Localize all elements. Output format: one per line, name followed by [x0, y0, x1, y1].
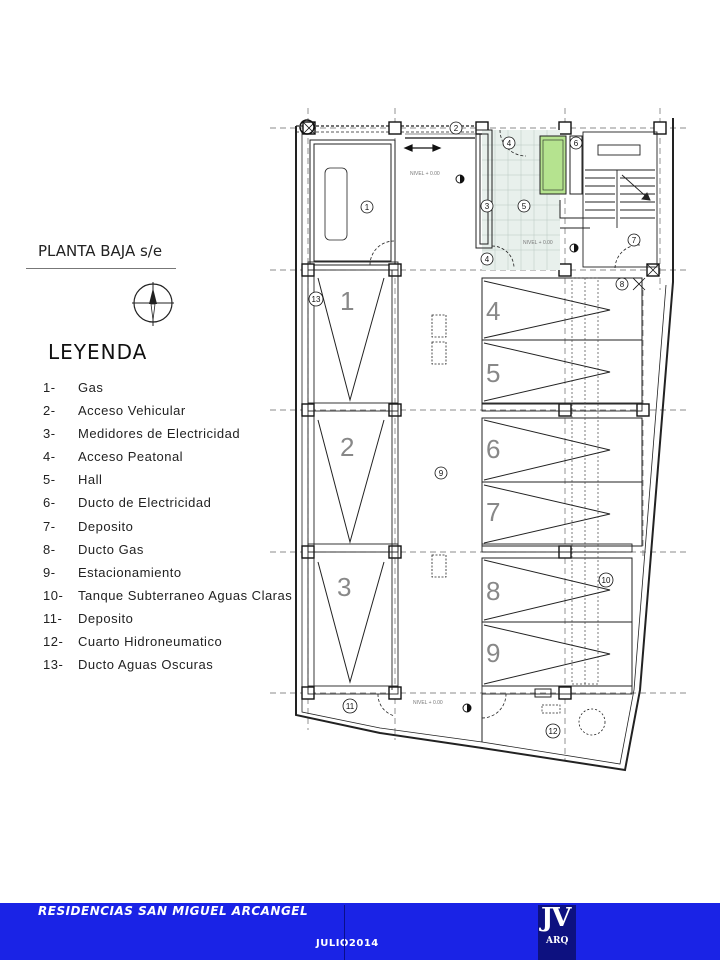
gas-room	[309, 139, 396, 266]
plan-title: PLANTA BAJA s/e	[38, 242, 163, 260]
parking-number: 6	[486, 434, 500, 464]
marker-label: 8	[620, 280, 625, 289]
marker-label: 10	[602, 576, 611, 585]
legend-item-text: Medidores de Electricidad	[78, 426, 241, 442]
jv-arq-logo	[538, 905, 576, 960]
legend-item: 10- Tanque Subterraneo Aguas Claras	[43, 588, 292, 611]
parking-number: 5	[486, 358, 500, 388]
marker-label: 13	[312, 295, 321, 304]
marker-label: 5	[522, 202, 527, 211]
marker-label: 4	[507, 139, 512, 148]
parking-bays-right	[481, 277, 643, 687]
wheel-stops	[431, 314, 447, 578]
parking-number: 9	[486, 638, 500, 668]
legend-title: LEYENDA	[48, 340, 148, 364]
legend-item: 7- Deposito	[43, 519, 292, 542]
legend-item-number: 12-	[43, 634, 64, 650]
marker-label: 9	[439, 469, 444, 478]
marker-label: 2	[454, 124, 459, 133]
legend-list: 1- Gas 2- Acceso Vehicular 3- Medidores de …	[43, 380, 292, 680]
legend-item: 8- Ducto Gas	[43, 542, 292, 565]
legend-item-number: 11-	[43, 610, 63, 626]
legend-item-number: 13-	[43, 657, 64, 673]
parking-number: 2	[340, 432, 354, 462]
floor-plan: NIVEL + 0.00 NIVEL + 0.00 NIVEL + 0.00 1…	[270, 108, 690, 772]
legend-item-text: Estacionamiento	[78, 564, 182, 580]
parking-number: 8	[486, 576, 500, 606]
parking-number: 1	[340, 286, 354, 316]
legend-item: 4- Acceso Peatonal	[43, 449, 292, 472]
parking-bays-left	[317, 277, 385, 684]
hall-core	[475, 129, 590, 270]
legend-item-text: Gas	[78, 380, 104, 395]
logo-sub-text: ARQ	[546, 936, 569, 946]
legend-item: 11- Deposito	[43, 611, 292, 634]
legend-item-text: Deposito	[78, 518, 134, 534]
marker-label: 1	[365, 203, 370, 212]
marker-label: 3	[485, 202, 490, 211]
legend-item-text: Ducto de Electricidad	[78, 495, 212, 511]
footer-divider	[344, 905, 345, 960]
legend-item: 2- Acceso Vehicular	[43, 403, 292, 426]
legend-item: 5- Hall	[43, 472, 292, 495]
bottom-rooms	[377, 688, 606, 742]
parking-number: 7	[486, 497, 500, 527]
marker-label: 7	[632, 236, 637, 245]
legend-item-number: 7-	[43, 518, 56, 534]
marker-label: 6	[574, 139, 579, 148]
staircase	[582, 131, 658, 269]
legend-item-number: 5-	[43, 472, 56, 488]
legend-item-number: 9-	[43, 564, 56, 580]
legend-item-text: Ducto Gas	[78, 541, 144, 557]
tank-hatch	[571, 277, 599, 685]
legend-item-text: Acceso Vehicular	[78, 403, 186, 419]
legend-item-number: 8-	[43, 541, 56, 557]
legend-item: 12- Cuarto Hidroneumatico	[43, 634, 292, 657]
parking-number: 4	[486, 296, 500, 326]
beams	[307, 261, 643, 695]
footer-bar	[0, 903, 720, 960]
legend-markers: 1 2 3 4 4 5 6 7 8 9 10 11 12 13	[308, 121, 641, 739]
level-markers: NIVEL + 0.00 NIVEL + 0.00 NIVEL + 0.00	[410, 171, 579, 713]
project-date: JULIO2014	[316, 938, 379, 949]
logo-main-text: JV	[541, 903, 572, 933]
legend-item-text: Hall	[78, 472, 103, 488]
legend-item: 3- Medidores de Electricidad	[43, 426, 292, 449]
level-label: NIVEL + 0.00	[523, 240, 553, 246]
legend-item-text: Cuarto Hidroneumatico	[78, 634, 223, 650]
title-underline	[26, 268, 176, 269]
access-vehicular	[403, 133, 475, 152]
marker-label: 4	[485, 255, 490, 264]
level-label: NIVEL + 0.00	[413, 700, 443, 706]
legend-item: 9- Estacionamiento	[43, 565, 292, 588]
parking-numbers: 1 2 3 4 5 6 7 8 9	[337, 286, 500, 668]
legend-item: 1- Gas	[43, 380, 292, 403]
legend-item: 6- Ducto de Electricidad	[43, 495, 292, 518]
legend-item-text: Ducto Aguas Oscuras	[78, 657, 214, 673]
north-arrow-icon	[132, 282, 174, 326]
legend-item-text: Acceso Peatonal	[78, 449, 184, 465]
legend-item-text: Tanque Subterraneo Aguas Claras	[78, 587, 293, 603]
legend-item-number: 4-	[43, 449, 56, 465]
marker-label: 11	[346, 702, 355, 711]
project-title: RESIDENCIAS SAN MIGUEL ARCANGEL	[38, 904, 309, 918]
legend-item: 13- Ducto Aguas Oscuras	[43, 657, 292, 680]
legend-item-text: Deposito	[78, 610, 134, 626]
level-label: NIVEL + 0.00	[410, 171, 440, 177]
marker-label: 12	[549, 727, 558, 736]
legend-item-number: 6-	[43, 495, 56, 511]
legend-item-number: 2-	[43, 403, 56, 419]
legend-item-number: 10-	[43, 587, 64, 603]
legend-item-number: 1-	[43, 380, 56, 395]
legend-item-number: 3-	[43, 426, 56, 442]
parking-number: 3	[337, 572, 351, 602]
